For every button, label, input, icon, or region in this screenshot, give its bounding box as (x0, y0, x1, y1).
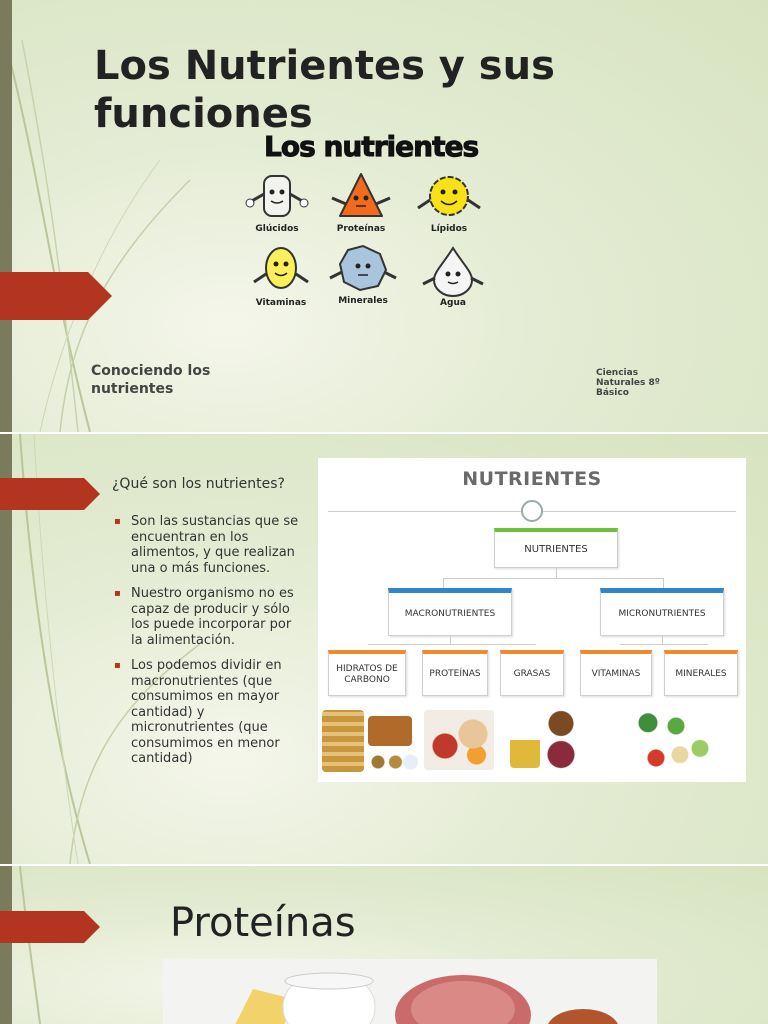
lipidos-icon (417, 176, 481, 216)
section-heading: ¿Qué son los nutrientes? (112, 476, 285, 492)
node-micronutrientes: MICRONUTRIENTES (600, 588, 724, 636)
mascot-label: Minerales (338, 296, 388, 306)
agua-icon (422, 246, 484, 297)
mascot-agua: Agua (418, 244, 488, 308)
mascot-label: Glúcidos (255, 224, 299, 234)
node-vitaminas: VITAMINAS (580, 650, 652, 696)
glucidos-icon (245, 175, 309, 217)
food-image-pasta (322, 710, 364, 772)
left-edge-bar (0, 434, 12, 864)
accent-arrow (0, 478, 100, 510)
food-image-oil (510, 728, 540, 768)
protein-foods-photo (163, 959, 657, 1024)
nutrientes-diagram: NUTRIENTES NUTRIENTES MACRONUTRIENTES MI… (318, 458, 746, 782)
course-label: Ciencias Naturales 8º Básico (596, 368, 660, 398)
proteinas-icon (331, 173, 391, 217)
node-root: NUTRIENTES (494, 528, 618, 568)
minerales-icon (329, 244, 397, 292)
slide-proteinas: Proteínas (0, 866, 768, 1024)
vitaminas-icon (253, 247, 309, 289)
slide-title-text: Los Nutrientes y sus funciones (94, 43, 555, 137)
mascot-vitaminas: Vitaminas (246, 244, 316, 308)
connector-line (662, 636, 663, 644)
node-hidratos: HIDRATOS DE CARBONO (328, 650, 406, 696)
bullet-item: ▪ Los podemos dividir en macronutrientes … (114, 658, 304, 767)
mascot-proteinas: Proteínas (326, 170, 396, 234)
mascot-label: Proteínas (336, 224, 386, 234)
slide-title: Los Nutrientes y sus funciones Los nutri… (0, 0, 768, 432)
connector-line (620, 644, 708, 645)
connector-line (368, 644, 536, 645)
connector-line (556, 568, 557, 578)
slide-que-son: ¿Qué son los nutrientes? ▪ Son las sustan… (0, 434, 768, 864)
connector-line (443, 578, 444, 588)
node-macronutrientes: MACRONUTRIENTES (388, 588, 512, 636)
protein-foods-illustration (235, 972, 618, 1024)
bullet-item: ▪ Son las sustancias que se encuentran en… (114, 514, 304, 576)
bullet-icon: ▪ (114, 660, 121, 671)
illustration-title: Los nutrientes (263, 130, 479, 164)
node-minerales: MINERALES (664, 650, 738, 696)
mascot-label: Lípidos (430, 224, 468, 234)
accent-arrow (0, 911, 100, 943)
mascot-glucidos: Glúcidos (242, 170, 312, 234)
slide-title-text: Proteínas (170, 900, 356, 946)
food-image-potatoes (368, 752, 418, 772)
mascot-lipidos: Lípidos (414, 170, 484, 234)
bullet-item: ▪ Nuestro organismo no es capaz de produc… (114, 586, 304, 648)
accent-arrow (0, 272, 112, 320)
connector-line (663, 578, 664, 588)
diagram-title: NUTRIENTES (462, 468, 602, 490)
food-image-bread (368, 716, 412, 746)
node-grasas: GRASAS (500, 650, 564, 696)
mascot-label: Agua (440, 298, 466, 308)
mascot-label: Vitaminas (255, 298, 307, 308)
bullet-icon: ▪ (114, 516, 121, 527)
nutrientes-illustration: Los nutrientes Glúcidos Proteínas (236, 130, 496, 320)
bullet-text: Los podemos dividir en macronutrientes (… (131, 658, 282, 766)
bullet-list: ▪ Son las sustancias que se encuentran en… (114, 514, 304, 777)
connector-circle (521, 500, 543, 522)
left-edge-bar (0, 0, 12, 432)
node-proteinas: PROTEÍNAS (422, 650, 488, 696)
connector-line (450, 636, 451, 644)
food-image-nuts (544, 708, 578, 770)
bullet-icon: ▪ (114, 588, 121, 599)
mascot-minerales: Minerales (328, 242, 398, 306)
left-edge-bar (0, 866, 12, 1024)
connector-line (443, 578, 663, 579)
food-image-protein (424, 710, 494, 770)
bullet-text: Son las sustancias que se encuentran en … (131, 514, 299, 576)
slide-subtitle: Conociendo los nutrientes (91, 363, 211, 397)
bullet-text: Nuestro organismo no es capaz de produci… (131, 586, 294, 648)
food-image-vegetables (632, 710, 712, 774)
